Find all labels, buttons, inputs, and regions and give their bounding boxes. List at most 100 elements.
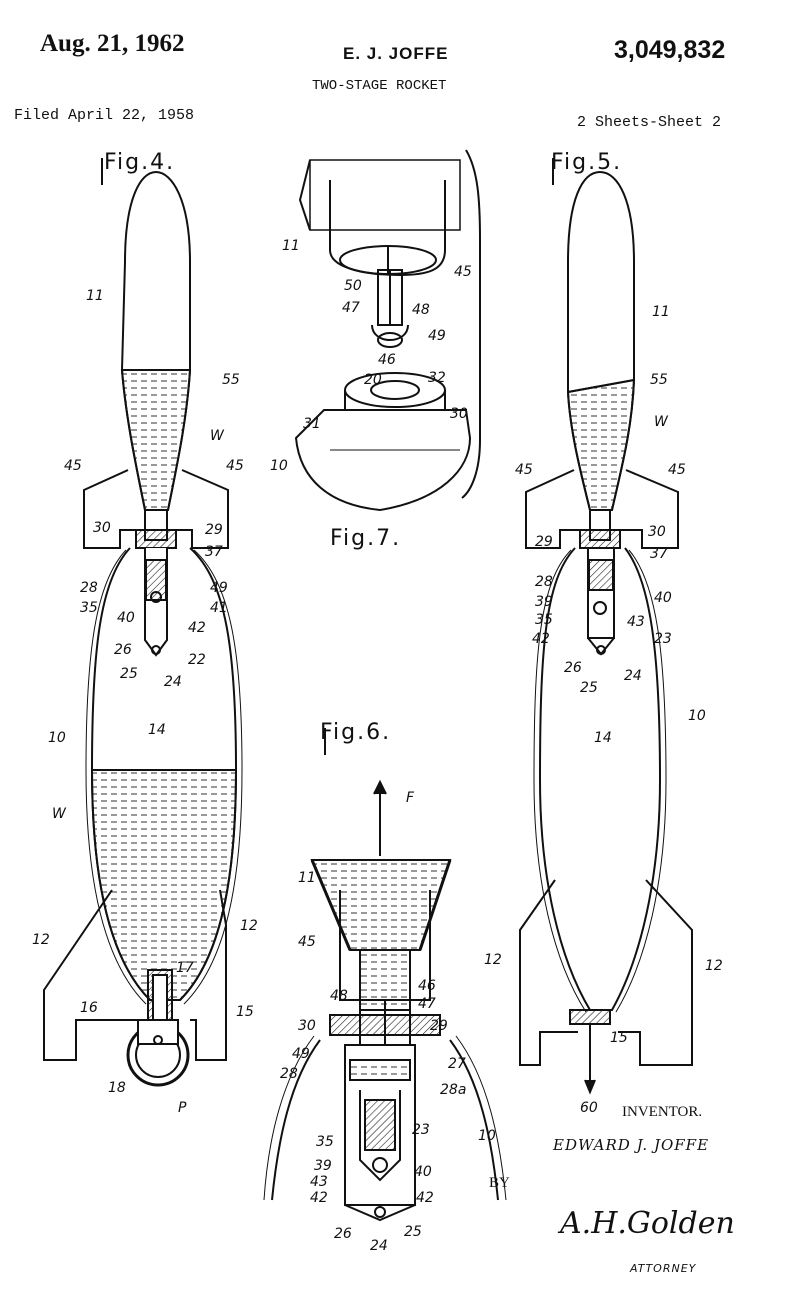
ref-label: 37 <box>650 546 668 562</box>
ref-label: 26 <box>114 642 132 658</box>
ref-label: 12 <box>705 958 723 974</box>
ref-label: 15 <box>236 1004 254 1020</box>
ref-label: 11 <box>298 870 316 886</box>
ref-label: 42 <box>416 1190 434 1206</box>
ref-label: 10 <box>478 1128 496 1144</box>
fig4-reference-numerals: 11 55 W 45 45 30 29 37 28 49 35 41 40 42… <box>32 288 258 1116</box>
ref-label: 29 <box>430 1018 448 1034</box>
ref-label: W <box>654 414 669 430</box>
inventor-name: EDWARD J. JOFFE <box>553 1136 710 1154</box>
ref-label: 30 <box>298 1018 316 1034</box>
ref-label: 28 <box>280 1066 298 1082</box>
ref-label: 49 <box>210 580 228 596</box>
ref-label: 10 <box>270 458 288 474</box>
ref-label: 49 <box>428 328 446 344</box>
ref-label: 55 <box>650 372 668 388</box>
ref-label: 11 <box>282 238 300 254</box>
ref-label: 39 <box>314 1158 332 1174</box>
ref-label: 45 <box>226 458 244 474</box>
ref-label: 40 <box>654 590 672 606</box>
ref-label: 28 <box>80 580 98 596</box>
patent-date: Aug. 21, 1962 <box>40 30 185 57</box>
fig4-label: Fig.4. <box>104 150 176 175</box>
ref-label: 24 <box>624 668 642 684</box>
fig7-reference-numerals: 11 45 50 47 48 49 46 20 32 31 30 10 <box>270 238 472 474</box>
ref-label: 37 <box>205 544 223 560</box>
ref-label: 12 <box>484 952 502 968</box>
ref-label: 30 <box>93 520 111 536</box>
fig6-label: Fig.6. <box>320 720 392 745</box>
ref-label: 55 <box>222 372 240 388</box>
ref-label: 28 <box>535 574 553 590</box>
filed-date: Filed April 22, 1958 <box>14 107 195 124</box>
ref-label: 10 <box>48 730 66 746</box>
ref-label: 43 <box>627 614 645 630</box>
ref-label: 40 <box>414 1164 432 1180</box>
ref-label: 48 <box>412 302 430 318</box>
ref-label: 50 <box>344 278 362 294</box>
inventor-header: E. J. JOFFE <box>343 44 449 63</box>
ref-label: 29 <box>205 522 223 538</box>
sheet-indicator: 2 Sheets-Sheet 2 <box>577 114 722 131</box>
ref-label: 20 <box>364 372 382 388</box>
ref-label: 45 <box>454 264 472 280</box>
patent-number: 3,049,832 <box>614 36 726 64</box>
ref-label: 12 <box>32 932 50 948</box>
ref-label: 30 <box>450 406 468 422</box>
fig5-label: Fig.5. <box>551 150 623 175</box>
ref-label: 42 <box>532 631 550 647</box>
fig5-drawing <box>519 158 693 1095</box>
attorney-label: ATTORNEY <box>630 1262 697 1275</box>
ref-label: 11 <box>86 288 104 304</box>
fig7-label: Fig.7. <box>330 526 402 551</box>
ref-label: 47 <box>418 996 436 1012</box>
ref-label: 29 <box>535 534 553 550</box>
ref-label: 14 <box>594 730 612 746</box>
ref-label: 48 <box>330 988 348 1004</box>
ref-label: 22 <box>188 652 206 668</box>
ref-label: W <box>52 806 67 822</box>
ref-label: 16 <box>80 1000 98 1016</box>
ref-label: P <box>178 1100 187 1116</box>
fig6-drawing <box>263 728 507 1222</box>
ref-label: 35 <box>316 1134 334 1150</box>
ref-label: 24 <box>164 674 182 690</box>
ref-label: 45 <box>298 934 316 950</box>
ref-label: 10 <box>688 708 706 724</box>
ref-label: 25 <box>404 1224 422 1240</box>
fig5-reference-numerals: 11 55 W 45 45 29 30 37 28 39 40 35 43 42… <box>484 304 723 1116</box>
ref-label: 46 <box>418 978 436 994</box>
ref-label: 31 <box>303 416 321 432</box>
ref-label: 15 <box>610 1030 628 1046</box>
ref-label: 28a <box>440 1082 466 1098</box>
ref-label: 43 <box>310 1174 328 1190</box>
patent-title: TWO-STAGE ROCKET <box>312 78 447 94</box>
ref-label: W <box>210 428 225 444</box>
ref-label: 25 <box>580 680 598 696</box>
ref-label: 45 <box>64 458 82 474</box>
ref-label: 46 <box>378 352 396 368</box>
attorney-signature: A.H.Golden <box>560 1206 735 1241</box>
inventor-label: INVENTOR. <box>622 1104 703 1120</box>
ref-label: 40 <box>117 610 135 626</box>
ref-label: 18 <box>108 1080 126 1096</box>
fig6-reference-numerals: F 11 45 46 48 47 30 29 49 27 28 28a 23 3… <box>280 790 496 1254</box>
ref-label: F <box>406 790 415 806</box>
ref-label: 49 <box>292 1046 310 1062</box>
ref-label: 26 <box>334 1226 352 1242</box>
ref-label: 42 <box>188 620 206 636</box>
ref-label: 35 <box>535 612 553 628</box>
ref-label: 32 <box>428 370 446 386</box>
ref-label: 45 <box>515 462 533 478</box>
ref-label: 12 <box>240 918 258 934</box>
ref-label: 45 <box>668 462 686 478</box>
ref-label: 60 <box>580 1100 598 1116</box>
fig7-drawing <box>294 149 481 512</box>
ref-label: 27 <box>448 1056 466 1072</box>
ref-label: 14 <box>148 722 166 738</box>
ref-label: 24 <box>370 1238 388 1254</box>
ref-label: 42 <box>310 1190 328 1206</box>
ref-label: 39 <box>535 594 553 610</box>
ref-label: 35 <box>80 600 98 616</box>
